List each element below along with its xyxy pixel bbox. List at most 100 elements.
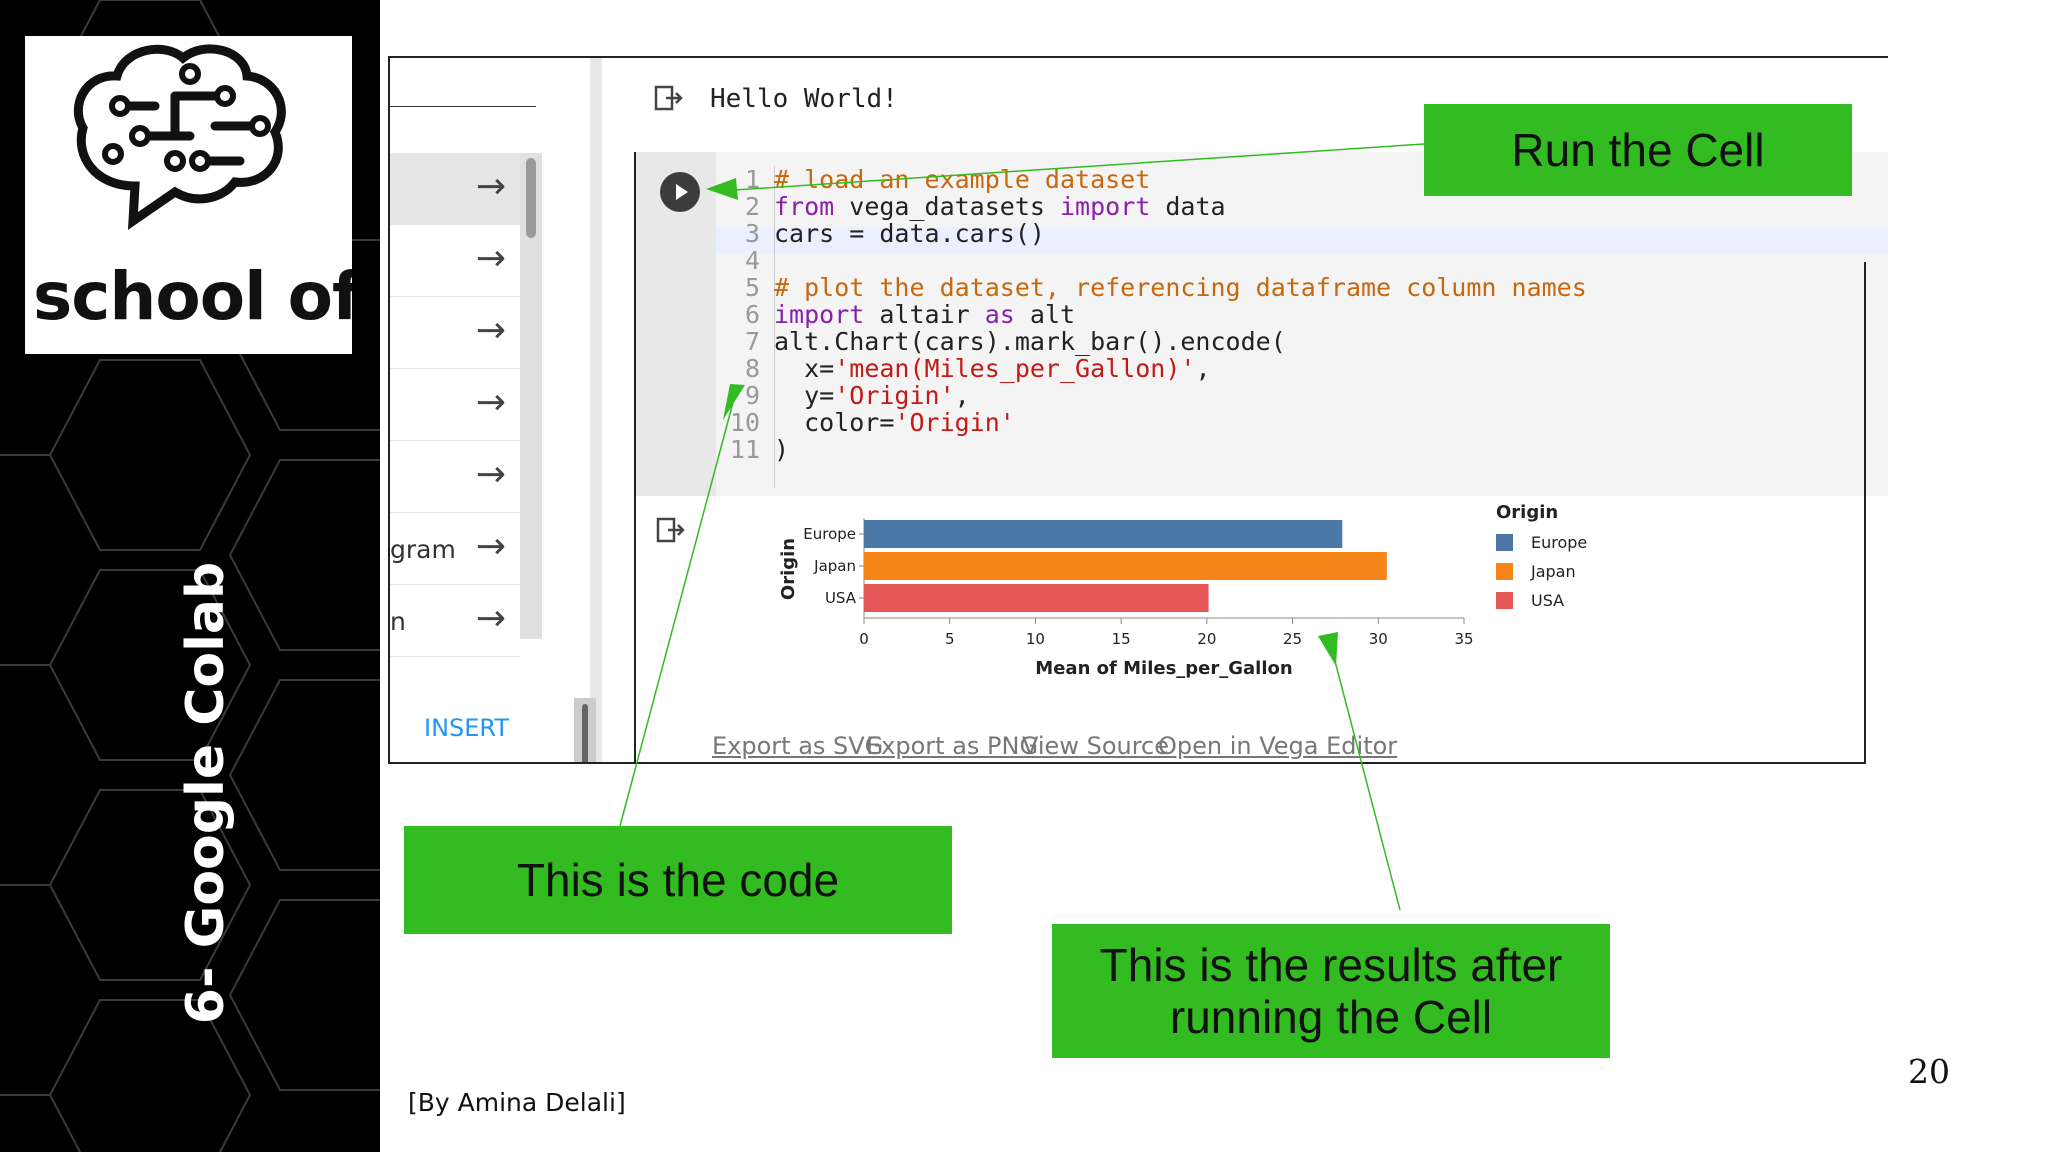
page-number: 20 <box>1908 1052 1950 1091</box>
code-token: ) <box>774 435 790 464</box>
x-tick-label: 25 <box>1283 630 1302 648</box>
code-line: 8 x='mean(Miles_per_Gallon)', <box>718 355 1211 382</box>
x-tick-label: 20 <box>1197 630 1216 648</box>
snippet-row-label: n <box>390 607 406 636</box>
x-axis-title: Mean of Miles_per_Gallon <box>1035 658 1292 679</box>
slide-title: 6- Google Colab <box>176 561 236 1025</box>
output-icon <box>656 517 685 543</box>
code-token: from <box>774 192 835 221</box>
code-token: cars = data.cars() <box>774 219 1045 248</box>
y-tick-label: Europe <box>803 525 856 543</box>
snippet-row[interactable]: → <box>390 225 520 297</box>
export-link[interactable]: Open in Vega Editor <box>1158 732 1398 760</box>
arrow-right-icon[interactable]: → <box>475 598 506 639</box>
snippet-row[interactable]: gram → <box>390 513 520 585</box>
code-token: as <box>984 300 1015 329</box>
code-token: 'Origin' <box>894 408 1015 437</box>
snippet-row[interactable]: → <box>390 297 520 369</box>
x-tick-label: 0 <box>859 630 869 648</box>
x-tick-label: 10 <box>1026 630 1045 648</box>
export-link[interactable]: Export as SVG <box>712 732 884 760</box>
line-number: 1 <box>744 165 760 194</box>
code-snippets-panel: →→→→→gram→n→ INSERT <box>390 58 590 764</box>
line-number: 2 <box>744 192 760 221</box>
legend-swatch <box>1496 534 1513 551</box>
logo-text: school of ai <box>33 258 352 335</box>
panel-divider-line <box>390 106 536 107</box>
panel-resize-handle[interactable] <box>574 698 596 764</box>
code-line: 9 y='Origin', <box>718 382 970 409</box>
arrow-right-icon[interactable]: → <box>475 166 506 207</box>
code-token: , <box>954 381 970 410</box>
code-token: x= <box>774 354 835 383</box>
hello-output: Hello World! <box>710 84 898 114</box>
line-number: 5 <box>744 273 760 302</box>
code-line: 5# plot the dataset, referencing datafra… <box>718 274 1587 301</box>
code-token: # load an example dataset <box>774 165 1151 194</box>
line-number: 3 <box>744 219 760 248</box>
code-token: vega_datasets <box>834 192 1060 221</box>
code-token: data <box>1150 192 1226 221</box>
export-link[interactable]: Export as PNG <box>866 732 1039 760</box>
arrow-right-icon[interactable]: → <box>475 310 506 351</box>
code-line: 1 # load an example dataset <box>718 166 1150 193</box>
snippet-row[interactable]: → <box>390 441 520 513</box>
export-link[interactable]: View Source <box>1022 732 1170 760</box>
arrow-right-icon[interactable]: → <box>475 526 506 567</box>
legend-label: Europe <box>1531 533 1587 552</box>
callout-results: This is the results after running the Ce… <box>1052 924 1610 1058</box>
code-token: color= <box>774 408 895 437</box>
panel-scrollbar-thumb[interactable] <box>526 158 536 238</box>
x-tick-label: 30 <box>1369 630 1388 648</box>
callout-this-is-the-code: This is the code <box>404 826 952 934</box>
insert-button[interactable]: INSERT <box>424 714 510 742</box>
y-axis-title: Origin <box>778 538 799 600</box>
x-tick-label: 35 <box>1454 630 1473 648</box>
screenshot-border <box>388 762 1866 764</box>
legend-title: Origin <box>1496 502 1558 523</box>
snippet-row-label: gram <box>390 535 456 564</box>
snippet-row[interactable]: → <box>390 369 520 441</box>
y-tick-label: USA <box>825 589 857 607</box>
code-token: altair <box>864 300 985 329</box>
output-icon <box>654 85 683 111</box>
callout-run-the-cell: Run the Cell <box>1424 104 1852 196</box>
screenshot-border <box>1864 262 1866 764</box>
run-cell-button[interactable] <box>660 172 700 212</box>
arrow-right-icon[interactable]: → <box>475 382 506 423</box>
code-line: 4 <box>718 247 774 274</box>
arrow-right-icon[interactable]: → <box>475 454 506 495</box>
line-number: 6 <box>744 300 760 329</box>
code-token: import <box>774 300 865 329</box>
legend-swatch <box>1496 563 1513 580</box>
code-token: , <box>1195 354 1211 383</box>
arrow-right-icon[interactable]: → <box>475 238 506 279</box>
line-number-separator <box>774 166 775 488</box>
code-token: 'Origin' <box>834 381 955 410</box>
code-token: y= <box>774 381 835 410</box>
panel-divider <box>590 58 602 764</box>
line-number: 8 <box>744 354 760 383</box>
y-tick-label: Japan <box>813 557 856 575</box>
snippet-row[interactable]: → <box>390 153 520 225</box>
line-number: 7 <box>744 327 760 356</box>
line-number: 9 <box>744 381 760 410</box>
code-token: import <box>1060 192 1151 221</box>
slide-sidebar: school of ai 6- Google Colab <box>0 0 380 1152</box>
legend-label: USA <box>1531 591 1564 610</box>
line-number: 4 <box>744 246 760 275</box>
current-line-highlight <box>716 227 1888 254</box>
snippet-row[interactable]: n→ <box>390 585 520 657</box>
panel-scrollbar[interactable] <box>520 153 542 639</box>
bar-japan <box>864 552 1387 580</box>
code-cell[interactable]: 1 # load an example dataset 2 from vega_dat… <box>634 152 1888 496</box>
line-number: 11 <box>729 435 760 464</box>
code-token: 'mean(Miles_per_Gallon)' <box>834 354 1196 383</box>
code-line: 10 color='Origin' <box>718 409 1015 436</box>
x-tick-label: 15 <box>1112 630 1131 648</box>
x-tick-label: 5 <box>945 630 955 648</box>
